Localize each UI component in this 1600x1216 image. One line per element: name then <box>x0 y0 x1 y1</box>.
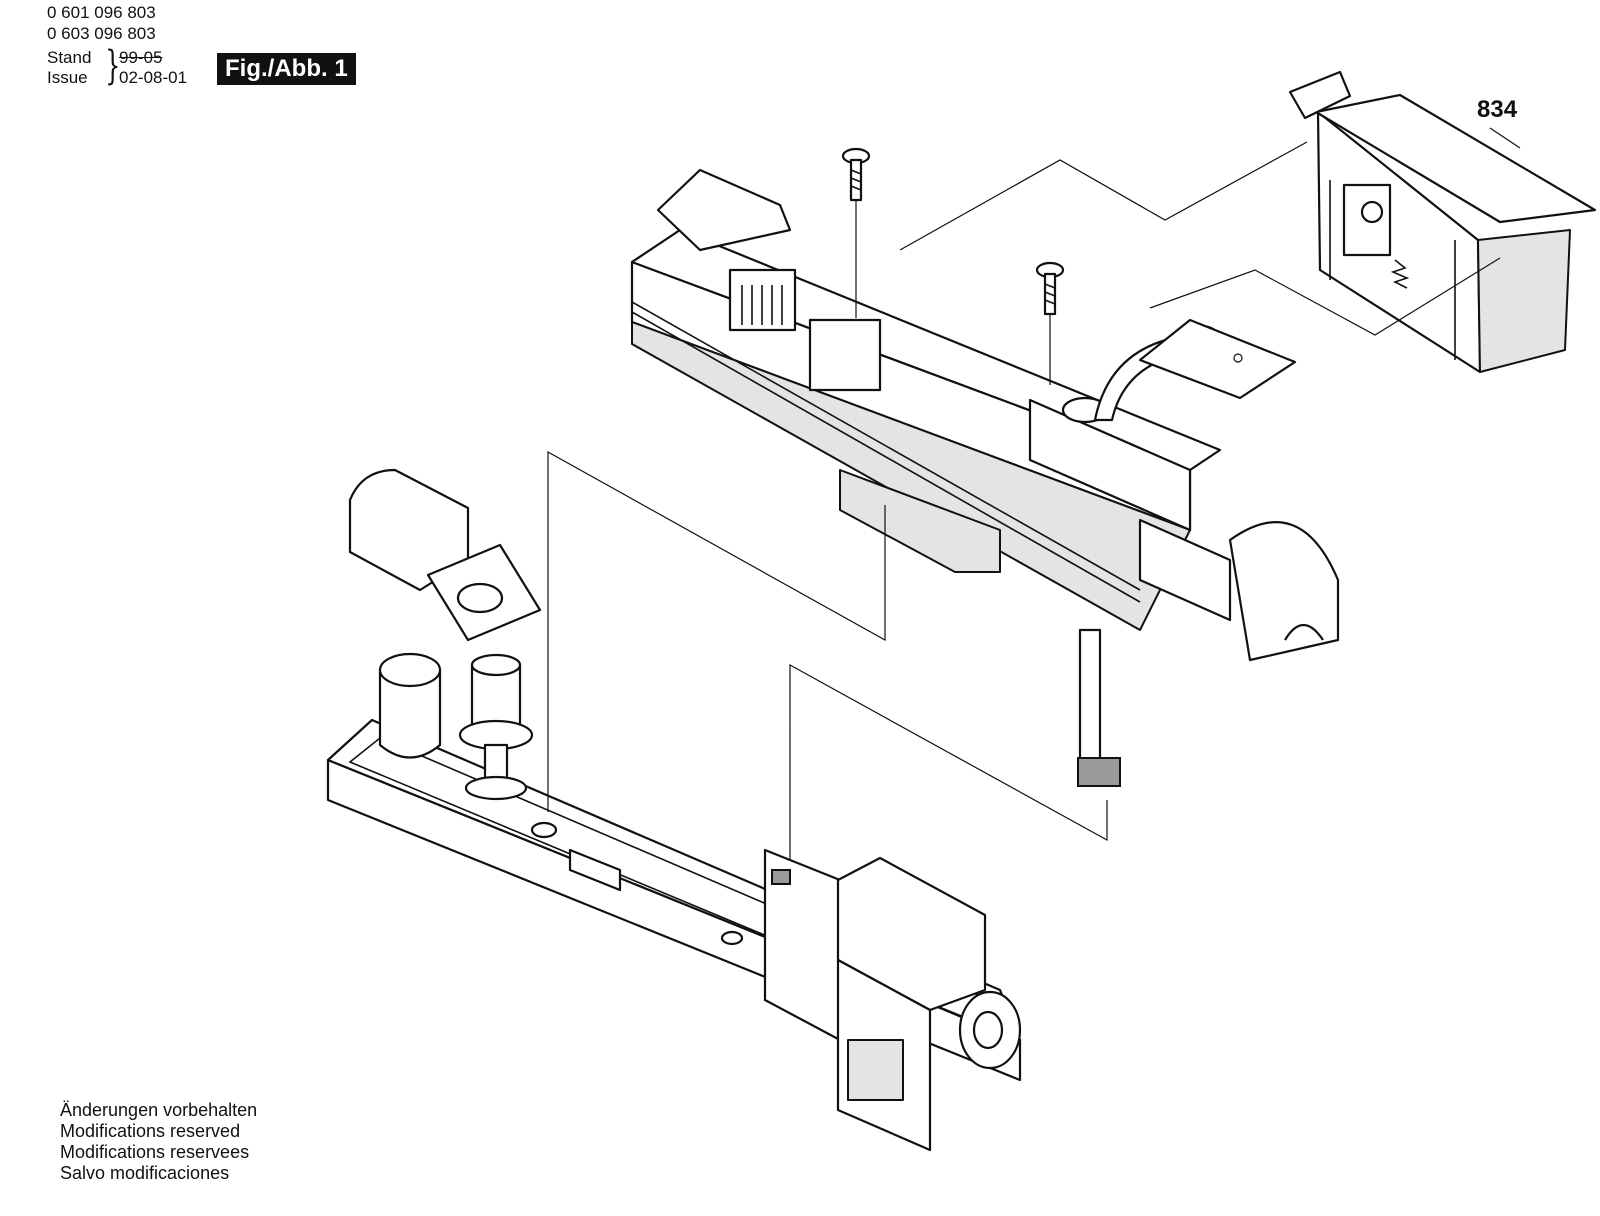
terminal-bracket <box>348 468 542 642</box>
callout-leader <box>1489 127 1521 149</box>
part-number-list: 0 601 096 803 0 603 096 803 <box>47 2 156 44</box>
assembly-lines <box>547 141 1501 860</box>
base-plate <box>326 652 1022 1152</box>
issue-value: 02-08-01 <box>119 68 188 87</box>
note-es: Salvo modificaciones <box>60 1163 230 1183</box>
screw <box>1035 261 1065 385</box>
stand-value: 99-05 <box>119 48 163 67</box>
part-number: 0 603 096 803 <box>47 24 156 43</box>
upper-housing <box>630 168 1340 787</box>
figure-label: Fig./Abb. 1 <box>217 53 356 85</box>
note-de: Änderungen vorbehalten <box>60 1100 258 1120</box>
screw <box>841 147 871 318</box>
brace-icon: } <box>105 43 121 89</box>
cable-terminal <box>1093 318 1297 422</box>
issue-label: Issue <box>47 68 88 87</box>
callout-834: 834 <box>1477 96 1518 123</box>
stand-label: Stand <box>47 48 92 67</box>
battery-cover <box>1288 70 1597 374</box>
footer-notes: Änderungen vorbehalten Modifications res… <box>60 1100 257 1184</box>
note-en: Modifications reserved <box>60 1121 241 1141</box>
note-fr: Modifications reservees <box>60 1142 250 1162</box>
part-number: 0 601 096 803 <box>47 3 156 22</box>
